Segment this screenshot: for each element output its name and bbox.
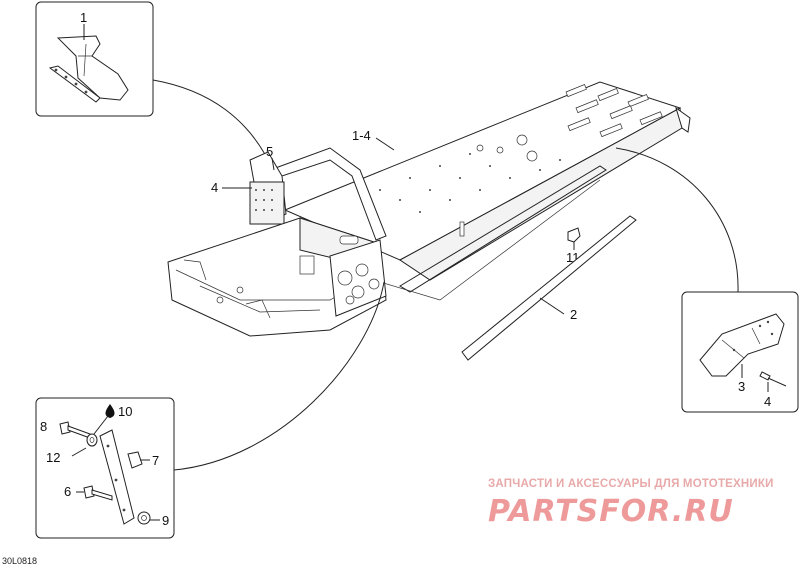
detail-box-1: 1 bbox=[35, 1, 154, 117]
callout-9: 9 bbox=[162, 513, 169, 528]
callout-7: 7 bbox=[152, 453, 159, 468]
leader-box-bottom bbox=[173, 281, 385, 471]
callout-1-4: 1-4 bbox=[352, 128, 371, 143]
callout-3: 3 bbox=[738, 379, 745, 394]
watermark: ЗАПЧАСТИ И АКСЕССУАРЫ ДЛЯ МОТОТЕХНИКИ PA… bbox=[488, 478, 774, 529]
threadlocker-drop-icon bbox=[105, 404, 115, 418]
callout-8: 8 bbox=[40, 419, 47, 434]
detail-box-bottom: 8 12 10 7 6 9 bbox=[35, 397, 175, 539]
watermark-brand: PARTSFOR.RU bbox=[488, 494, 734, 529]
watermark-tagline: ЗАПЧАСТИ И АКСЕССУАРЫ ДЛЯ МОТОТЕХНИКИ bbox=[488, 478, 774, 490]
bracket-rivets bbox=[255, 189, 273, 211]
callout-2: 2 bbox=[570, 307, 577, 322]
leader-box-right bbox=[615, 147, 739, 293]
part-2-runner: 2 bbox=[461, 215, 637, 361]
figure-code: 30L0818 bbox=[2, 556, 37, 566]
callout-4-left: 4 bbox=[211, 180, 218, 195]
deck-rivets bbox=[379, 153, 561, 213]
callout-6: 6 bbox=[64, 484, 71, 499]
frame-assembly bbox=[167, 81, 691, 337]
front-plate-holes bbox=[337, 263, 380, 305]
callout-12: 12 bbox=[46, 450, 60, 465]
callout-4-right: 4 bbox=[764, 394, 771, 409]
callout-10: 10 bbox=[118, 404, 132, 419]
leader-box1 bbox=[152, 79, 273, 169]
callout-5: 5 bbox=[266, 144, 273, 159]
tunnel-slots bbox=[459, 84, 663, 237]
callout-1: 1 bbox=[80, 10, 87, 25]
detail-box-right: 3 4 bbox=[681, 291, 799, 413]
